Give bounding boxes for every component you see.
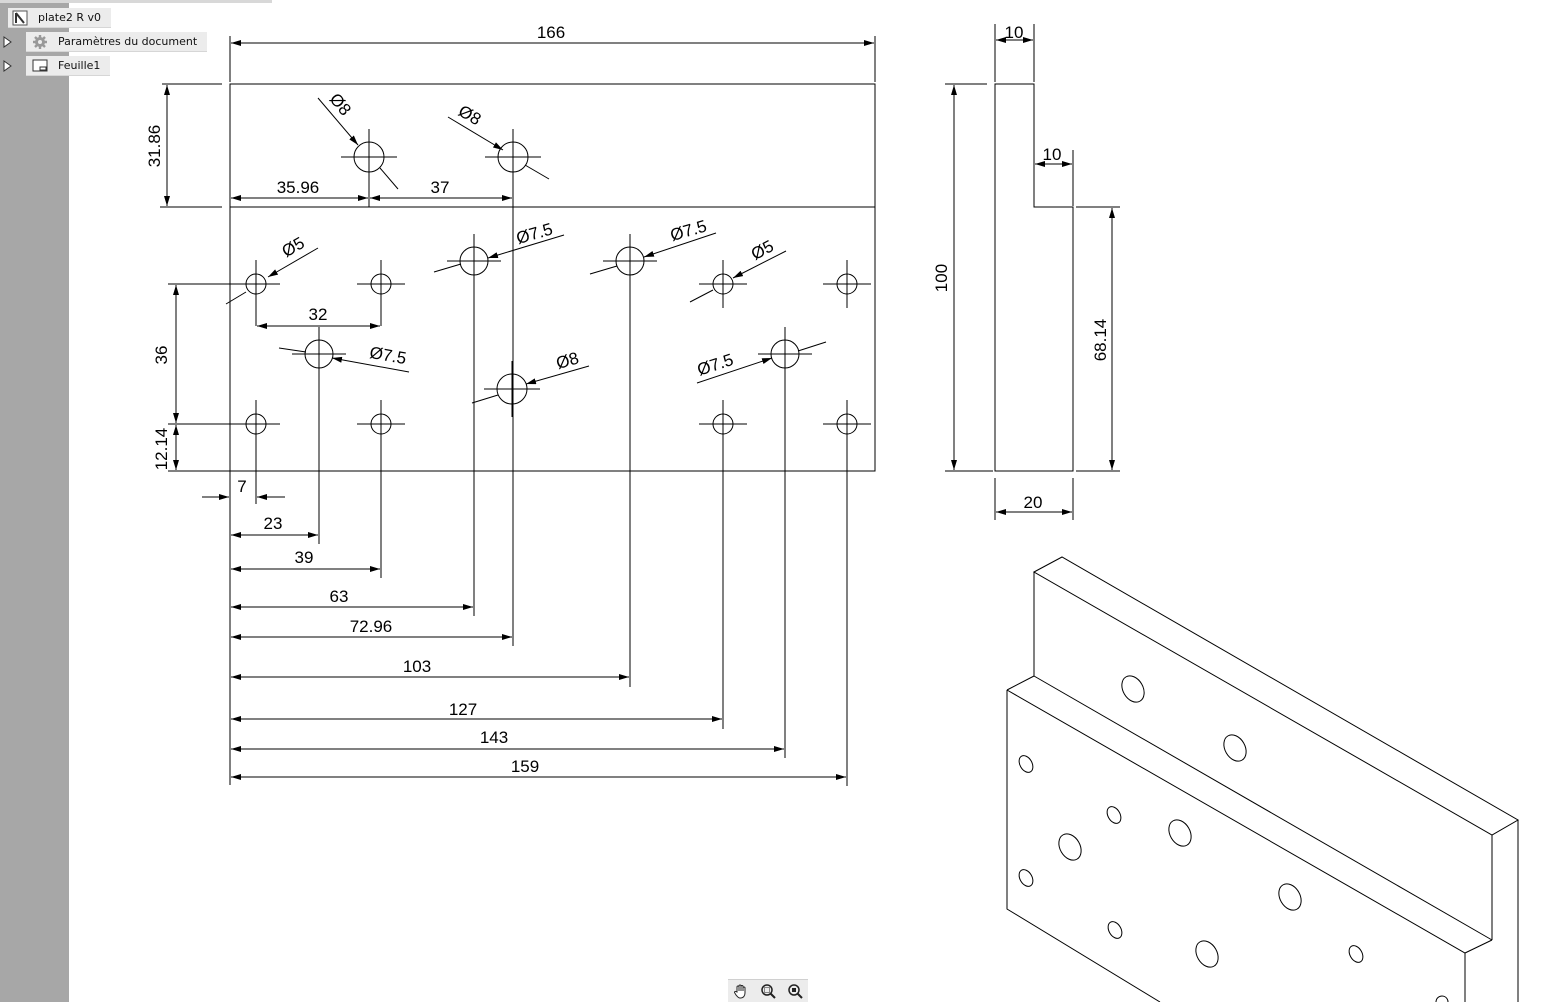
zoom-window-icon[interactable] [758,981,778,1001]
dim-side-base-width: 20 [1024,493,1043,512]
dim-top-band-height: 31.86 [145,125,164,168]
hole-5 [823,260,871,308]
dim-vertical-36: 36 [152,346,171,365]
dim-x-7296: 72.96 [350,617,393,636]
sheet-icon [30,58,50,74]
dim-diameter-label: Ø7.5 [668,217,709,245]
hand-tool-icon[interactable] [731,981,751,1001]
dim-x-143: 143 [480,728,508,747]
dim-x-103: 103 [403,657,431,676]
zoom-fit-icon[interactable] [785,981,805,1001]
dimension-labels: 166 31.86 35.96 37 Ø8 Ø8 Ø5 Ø7.5 Ø7.5 Ø5… [145,23,1110,776]
tree-item-label: Paramètres du document [58,35,198,48]
gear-icon [30,34,50,50]
dim-diameter-label: Ø8 [326,90,355,120]
expand-arrow-icon[interactable] [0,56,14,76]
dim-x-127: 127 [449,700,477,719]
dim-overall-width: 166 [537,23,565,42]
dim-upper-hole-x: 35.96 [277,178,320,197]
top-divider [0,0,272,3]
page-icon [10,10,30,26]
expand-arrow-icon[interactable] [0,32,14,52]
dim-x-39: 39 [295,548,314,567]
dim-diameter-label: Ø7.5 [368,343,408,368]
tree-item-document[interactable]: plate2 R v0 [8,8,112,28]
dim-diameter-label: Ø5 [748,236,777,263]
dim-hole-pitch: 32 [309,305,328,324]
dim-side-step: 10 [1043,145,1062,164]
dim-side-lower-height: 68.14 [1091,319,1110,362]
side-dimension-lines [945,24,1120,520]
tree-item-label: Feuille1 [58,59,101,72]
tree-item-label: plate2 R v0 [38,11,102,24]
dim-upper-hole-spacing: 37 [431,178,450,197]
front-dimension-lines [160,36,876,786]
diameter-leaders [225,97,827,404]
dim-x-23: 23 [264,514,283,533]
front-view-outline [229,83,876,472]
dim-x-63: 63 [330,587,349,606]
hole-8 [484,361,540,417]
dim-diameter-label: Ø7.5 [695,350,736,379]
dim-x-159: 159 [511,757,539,776]
dim-x-7: 7 [237,477,246,496]
side-view-outline [994,83,1074,472]
sidebar-panel [0,0,69,1002]
dim-side-top-width: 10 [1005,23,1024,42]
dim-vertical-1214: 12.14 [152,428,171,471]
holes [232,129,871,448]
dim-diameter-label: Ø8 [455,101,484,129]
tree-item-sheet[interactable]: Feuille1 [0,56,111,76]
tree-item-parameters[interactable]: Paramètres du document [0,32,208,52]
hole-5 [699,260,747,308]
view-toolbar [728,979,808,1002]
isometric-view [1006,556,1520,1002]
dim-side-height: 100 [932,264,951,292]
